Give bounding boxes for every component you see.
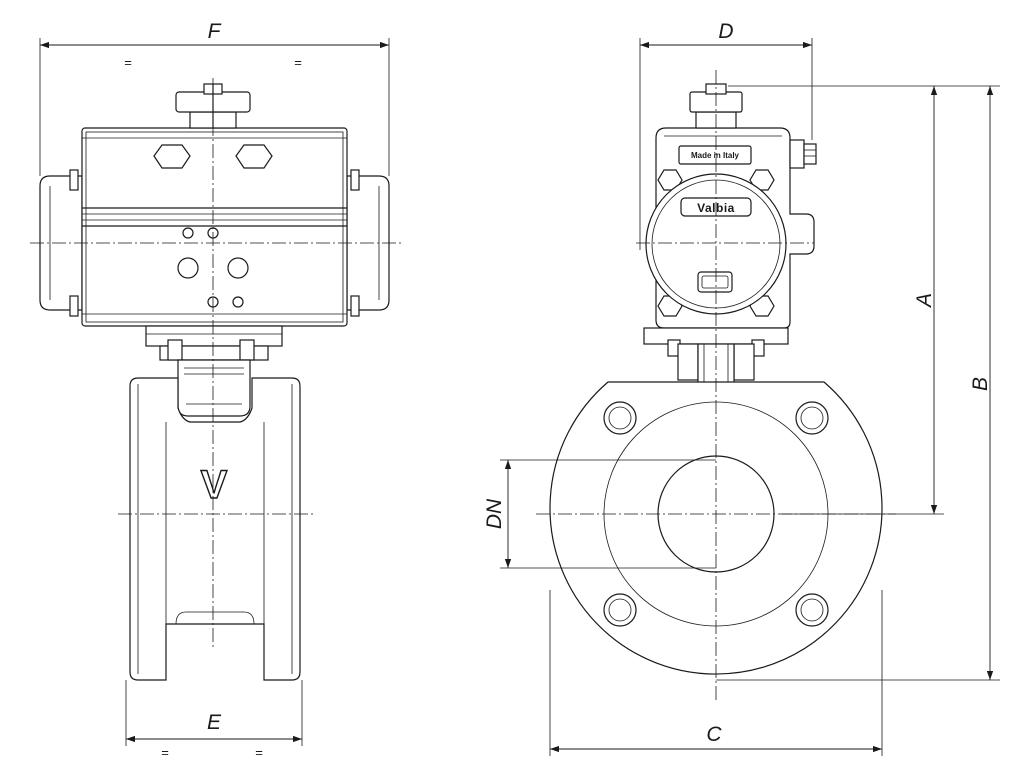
label-a: A: [913, 293, 936, 309]
equals-mark-f-left: =: [124, 55, 132, 70]
side-view: Made in Italy Valbia: [483, 20, 1000, 756]
made-in-italy-plate: Made in Italy: [691, 151, 740, 160]
front-view: V F = = E = =: [30, 20, 402, 760]
equals-mark-e-left: =: [161, 745, 169, 760]
actuator-body: [81, 127, 348, 327]
body-v-mark: V: [201, 463, 228, 507]
dimension-f: F = =: [39, 20, 390, 176]
label-dn: DN: [483, 498, 506, 529]
equals-mark-e-right: =: [255, 745, 263, 760]
label-c: C: [706, 723, 722, 746]
valve-body: V: [129, 377, 301, 681]
actuator-side-housing: Made in Italy Valbia: [645, 127, 817, 329]
dimension-c: C: [549, 590, 883, 756]
dimension-b: B: [716, 86, 1000, 681]
dimension-dn: DN: [483, 459, 716, 569]
label-b: B: [969, 377, 992, 391]
tie-bolts: [69, 169, 360, 317]
label-e: E: [207, 711, 222, 734]
dimension-d: D: [639, 20, 813, 250]
label-f: F: [208, 20, 222, 43]
dimension-a: A: [728, 85, 1000, 515]
side-mounting-bracket: [643, 327, 789, 385]
mounting-bracket: [145, 325, 283, 417]
equals-mark-f-right: =: [294, 55, 302, 70]
dimension-e: E = =: [125, 680, 303, 760]
label-d: D: [718, 20, 733, 43]
